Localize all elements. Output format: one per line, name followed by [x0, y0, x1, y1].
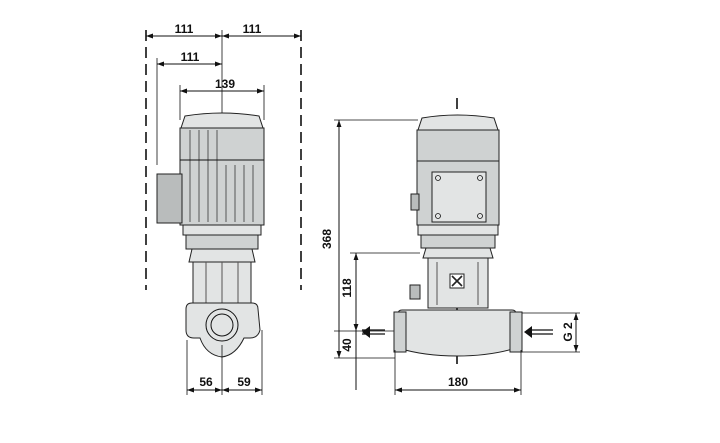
coupling-housing — [185, 234, 259, 250]
dim-label-width: 180 — [448, 375, 468, 389]
dim-label-connection: G 2 — [561, 322, 575, 342]
pump-housing — [185, 302, 261, 358]
inlet-flange — [393, 311, 407, 353]
brand-logo-mark — [451, 275, 463, 287]
stand-ribs — [205, 262, 239, 305]
screw-icon — [435, 213, 441, 219]
dim-label-mid-height: 118 — [340, 278, 354, 298]
pump-inlet-inner-circle — [210, 313, 234, 337]
inlet-arrow-icon — [524, 326, 553, 338]
front-terminal-box — [431, 171, 487, 223]
dim-label-bottom-left: 56 — [199, 375, 213, 389]
outlet-flange — [509, 311, 523, 353]
screw-icon — [477, 175, 483, 181]
dim-label-total-height: 368 — [320, 229, 334, 249]
front-motor-top-cap — [417, 114, 499, 131]
cable-gland — [410, 193, 420, 211]
side-view: 111 111 111 139 — [145, 22, 302, 395]
dim-label-port-height: 40 — [340, 338, 354, 352]
front-motor-flange — [417, 224, 499, 236]
dim-label-top-left: 111 — [175, 22, 194, 36]
lantern-top — [188, 248, 256, 263]
dim-label-second: 111 — [181, 50, 200, 64]
pump-inlet-circle — [205, 308, 239, 342]
terminal-box — [156, 173, 183, 224]
motor-cooling-ribs — [189, 130, 254, 222]
dim-label-third: 139 — [215, 77, 235, 91]
front-pump-housing — [397, 309, 517, 357]
screw-icon — [435, 175, 441, 181]
motor-body — [179, 127, 265, 226]
front-stand-ribs — [436, 262, 479, 305]
front-motor-upper — [416, 129, 500, 162]
motor-flange — [182, 224, 262, 236]
motor-top-cap — [180, 112, 264, 129]
dim-label-top-right: 111 — [243, 22, 262, 36]
front-lantern-top — [422, 247, 494, 259]
dim-label-bottom-right: 59 — [237, 375, 251, 389]
front-view: 368 118 40 — [320, 98, 580, 395]
front-coupling-housing — [420, 234, 496, 249]
vent-plug — [409, 284, 421, 300]
outlet-arrow-icon — [362, 326, 385, 338]
screw-icon — [477, 213, 483, 219]
